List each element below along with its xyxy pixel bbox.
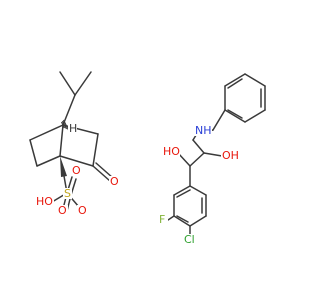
bond: [212, 109, 226, 131]
atom-background: [35, 196, 54, 207]
bond: [244, 73, 266, 87]
atom-background: [77, 205, 88, 216]
bond: [176, 189, 191, 198]
bond: [224, 73, 246, 87]
bond: [227, 78, 243, 89]
bond: [29, 139, 38, 167]
bond: [189, 185, 207, 196]
atom-background: [71, 166, 81, 176]
atom-background: [68, 123, 77, 134]
bond: [224, 109, 246, 123]
atom-label-ho-acid: HO: [36, 195, 53, 208]
bond: [189, 215, 207, 227]
bond: [59, 71, 76, 96]
atom-label-nh: NH: [195, 124, 212, 137]
bond: [62, 94, 76, 126]
bond: [92, 165, 111, 182]
bond: [95, 162, 114, 179]
bond: [189, 152, 205, 167]
bond: [173, 185, 191, 196]
bond: [59, 124, 64, 157]
atom-background: [63, 188, 72, 199]
bond: [29, 124, 64, 141]
atom-label-o-ketone: O: [110, 175, 119, 188]
atom-label-cl: Cl: [184, 233, 195, 246]
atom-label-f: F: [159, 213, 165, 226]
hash-bond: [60, 121, 66, 129]
molecular-structure-diagram: H O O S HO O O: [29, 71, 266, 246]
atom-background: [183, 234, 198, 245]
atom-label-o-sulfonyl-top: O: [72, 164, 81, 177]
atom-label-ho-benzylic: HO: [163, 145, 180, 158]
wedge-bond: [60, 156, 67, 177]
bond: [192, 139, 205, 154]
atom-background: [162, 146, 180, 157]
atom-label-o-sulfonyl-bottom: O: [58, 204, 67, 217]
bond: [167, 215, 175, 221]
atom-background: [194, 125, 212, 136]
bond: [244, 109, 266, 123]
atom-background: [57, 205, 68, 216]
bond: [227, 109, 243, 119]
bond: [59, 155, 94, 167]
atom-label-s: S: [64, 187, 71, 200]
atom-background: [109, 176, 120, 187]
bond: [36, 155, 61, 167]
bond: [176, 215, 189, 223]
atom-label-o-sulfonyl-right: O: [78, 204, 87, 217]
camphorsulfonic-acid-structure: H O O S HO O O: [29, 71, 120, 217]
atom-background: [158, 214, 168, 225]
atom-label-oh-primary: OH: [222, 149, 239, 162]
bond: [173, 215, 191, 227]
amino-diol-structure: NH HO OH F Cl: [158, 73, 266, 246]
hash-bond: [61, 120, 68, 130]
atom-background: [221, 150, 239, 161]
hash-bond: [62, 119, 70, 131]
bond: [203, 152, 223, 157]
bond: [74, 71, 92, 96]
atom-label-h-bridgehead: H: [69, 122, 77, 135]
bond: [92, 133, 99, 167]
